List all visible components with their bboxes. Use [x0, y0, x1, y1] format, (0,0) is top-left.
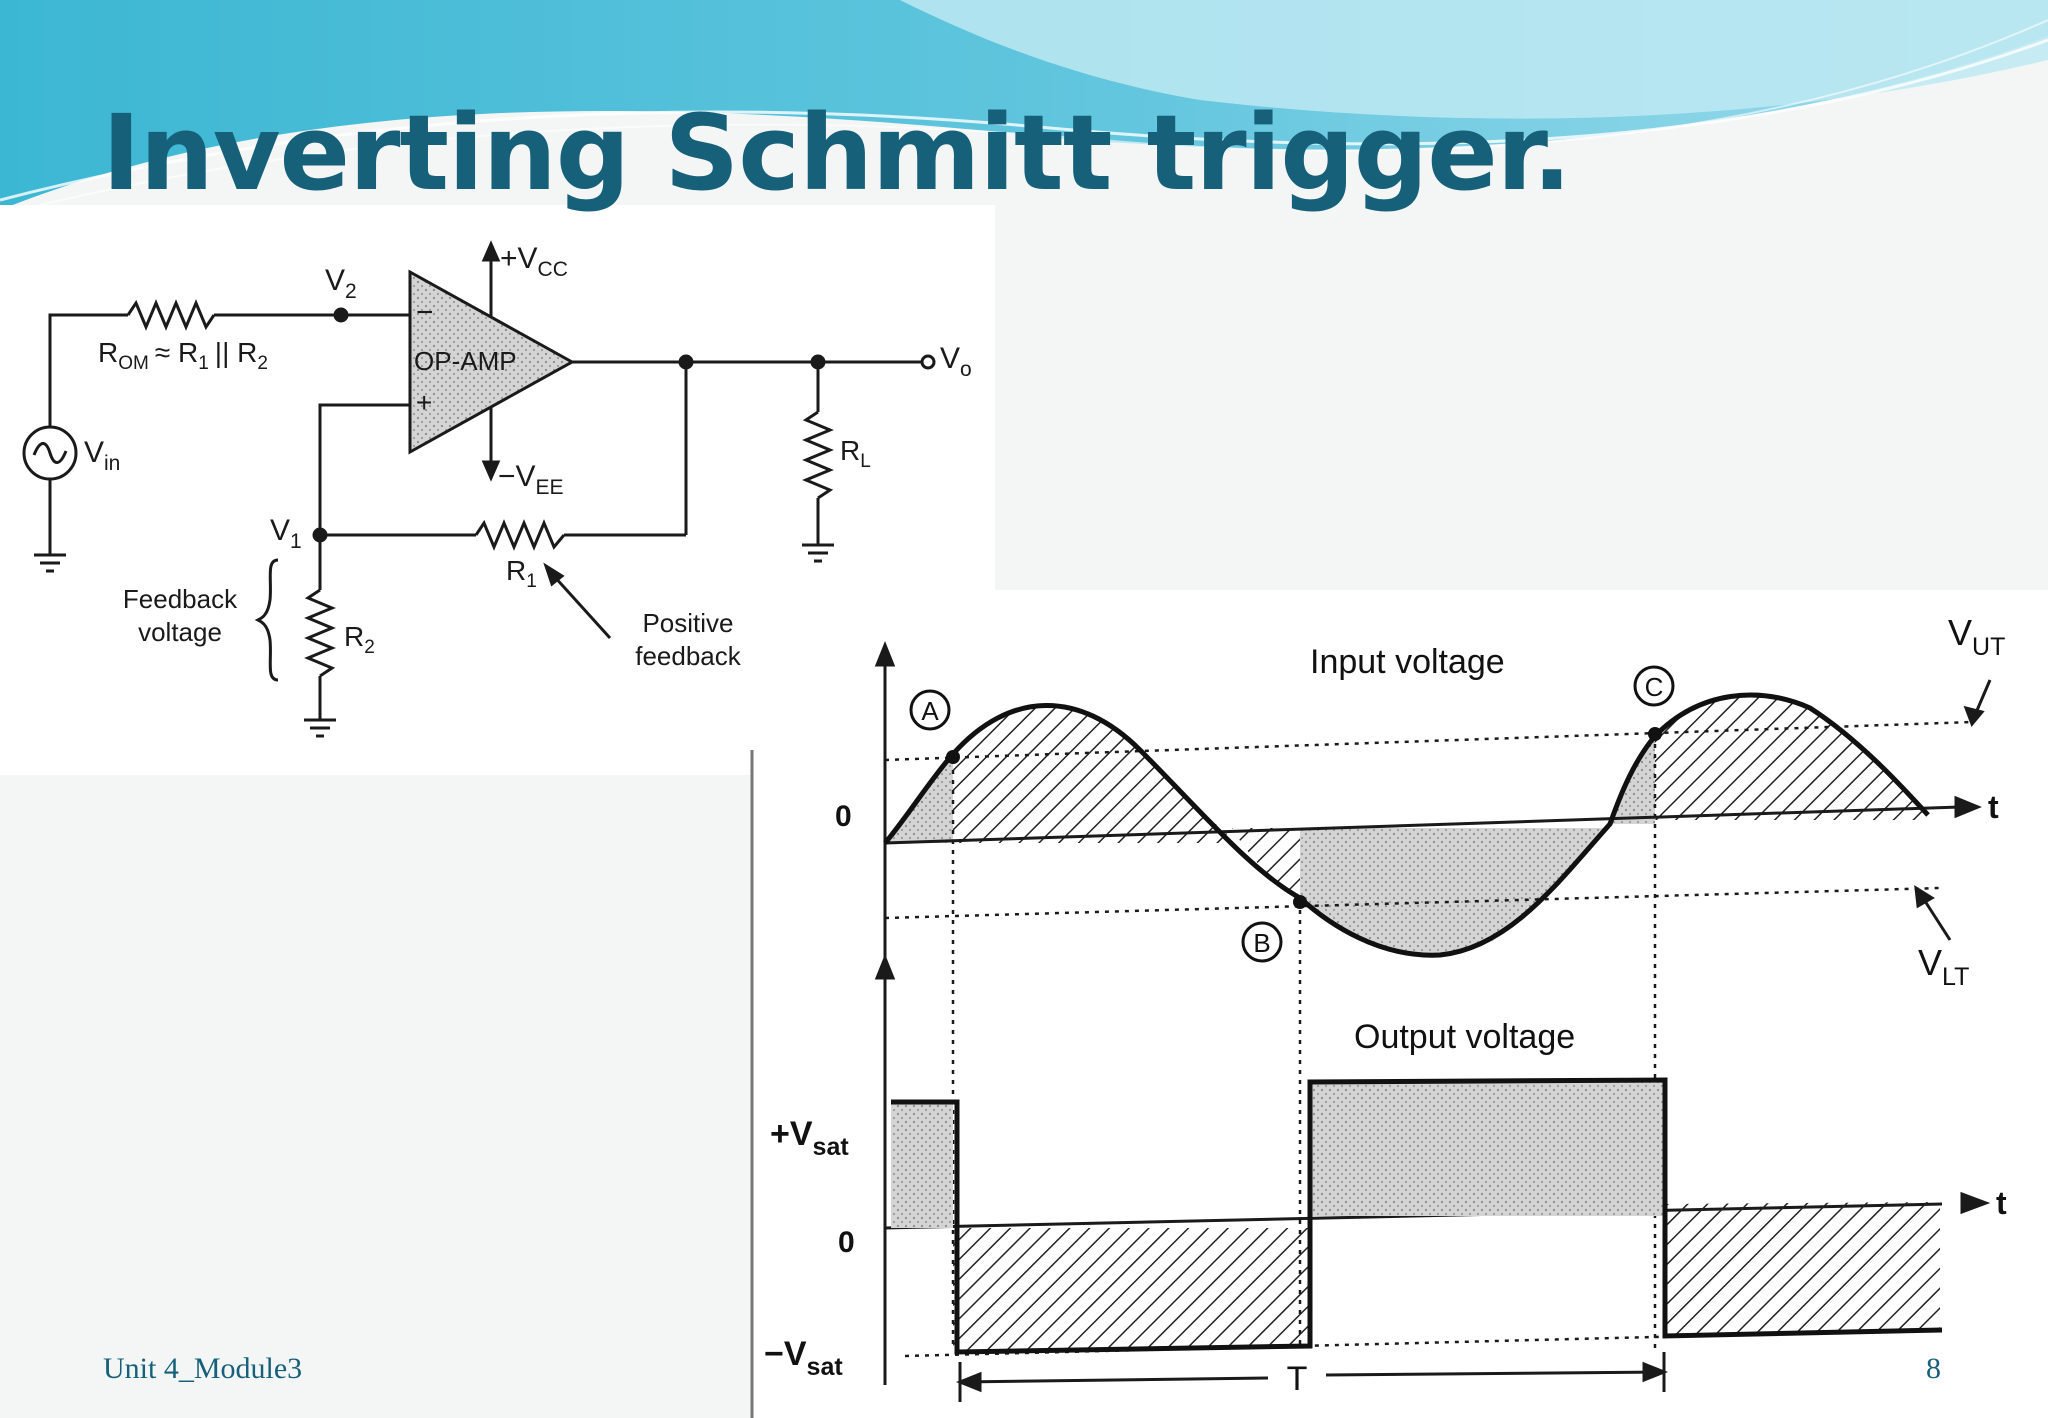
circuit-labels: +VCC −VEE V2 V1 Vin Vo ROM≈ R1|| R2 OP-A… — [84, 242, 972, 671]
r2-label: R2 — [344, 621, 375, 658]
ground-symbol-r2 — [304, 718, 336, 738]
vut-label: VUT — [1948, 612, 2005, 661]
resistor-r2 — [304, 588, 336, 678]
plus-vsat-label: +Vsat — [770, 1115, 849, 1161]
output-square-wave — [891, 1077, 1943, 1355]
footer-module-label: Unit 4_Module3 — [103, 1352, 303, 1385]
crossing-point-a — [946, 750, 960, 764]
t-label-bottom: t — [1996, 1185, 2007, 1221]
point-b-label: B — [1253, 928, 1270, 958]
resistor-rl — [802, 410, 834, 500]
point-c-label: C — [1645, 672, 1664, 702]
resistor-rom — [126, 299, 216, 331]
t-label-top: t — [1988, 789, 1999, 825]
resistor-r1 — [474, 519, 566, 551]
zero-label-bottom: 0 — [838, 1226, 855, 1259]
opamp-minus: − — [416, 296, 434, 329]
vee-label: −VEE — [498, 460, 564, 499]
point-markers: A B C — [909, 665, 1675, 963]
ground-symbol-load — [802, 543, 834, 563]
feedback-brace — [254, 558, 279, 682]
minus-vsat-label: −Vsat — [764, 1335, 843, 1381]
r1-label: R1 — [506, 555, 537, 592]
period-label: T — [1287, 1360, 1308, 1398]
opamp-plus: + — [416, 387, 432, 418]
header-wave-decoration — [0, 0, 2048, 210]
vin-label: Vin — [84, 436, 120, 475]
rl-label: RL — [840, 435, 871, 472]
point-a-label: A — [921, 696, 939, 726]
slide-title: Inverting Schmitt trigger. — [102, 92, 1572, 214]
circuit-diagram — [22, 240, 936, 738]
input-waveform-shading — [885, 695, 1928, 956]
ground-symbol-source — [34, 553, 66, 573]
zero-label-top: 0 — [835, 800, 852, 833]
vcc-label: +VCC — [500, 242, 568, 281]
threshold-pointers — [1914, 679, 1992, 941]
waveform-labels: Input voltage Output voltage 0 0 t t VUT… — [764, 612, 2007, 1398]
input-voltage-title: Input voltage — [1310, 643, 1505, 681]
output-voltage-title: Output voltage — [1354, 1018, 1575, 1056]
input-sine-wave — [883, 692, 1930, 958]
rom-label: ROM≈ R1|| R2 — [98, 337, 268, 374]
opamp-label: OP-AMP — [414, 346, 517, 376]
vo-label: Vo — [940, 342, 972, 381]
crossing-point-b — [1293, 895, 1307, 909]
period-dimension — [955, 1352, 1669, 1402]
page-number: 8 — [1926, 1352, 1941, 1385]
v1-label: V1 — [270, 514, 302, 553]
crossing-point-c — [1648, 727, 1662, 741]
node-v2 — [333, 307, 349, 323]
v2-label: V2 — [325, 264, 357, 303]
vo-terminal — [920, 354, 936, 370]
vlt-label: VLT — [1918, 942, 1969, 991]
